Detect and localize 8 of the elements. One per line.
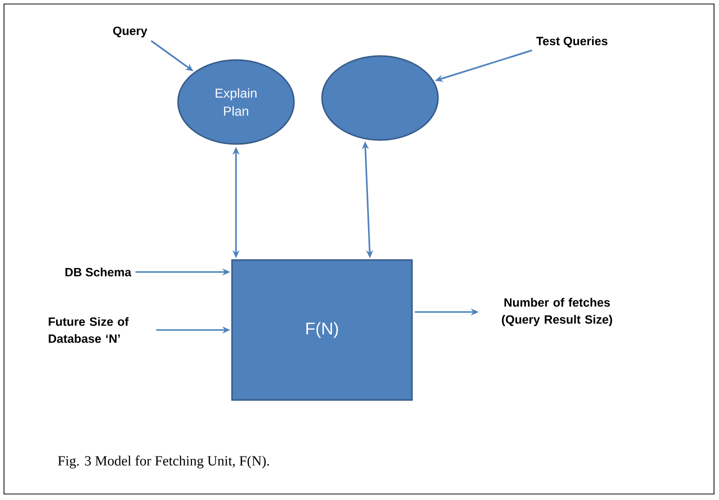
text-label: Query bbox=[113, 26, 148, 38]
text-label: Test Queries bbox=[536, 36, 608, 48]
process-ellipse bbox=[321, 55, 439, 141]
text-label: DB Schema bbox=[65, 268, 132, 276]
text-label: Future Size of Database ‘N’ bbox=[48, 317, 129, 343]
caption: Fig. 3 Model for Fetching Unit, F(N). bbox=[58, 456, 269, 468]
text-label: Number of fetches (Query Result Size) bbox=[502, 298, 612, 326]
process-box: F(N) bbox=[231, 259, 413, 401]
